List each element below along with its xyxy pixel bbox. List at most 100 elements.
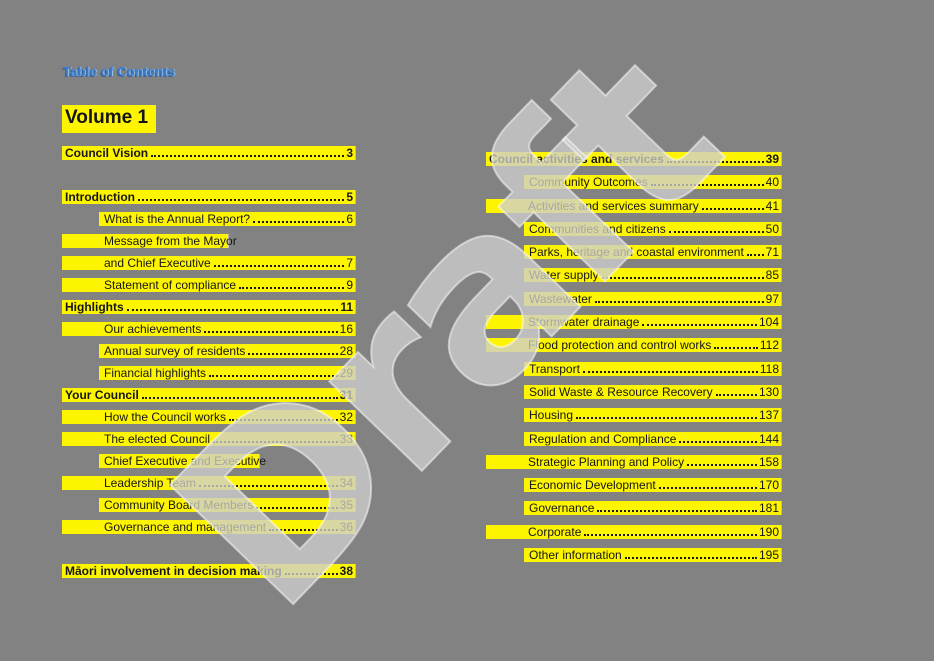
dotted-leader: [584, 533, 757, 536]
toc-entry-label: Water supply: [529, 268, 599, 283]
page-number: 41: [765, 198, 779, 213]
page-number: 144: [758, 431, 779, 446]
toc-entry-label: Wastewater: [529, 291, 592, 306]
dotted-leader: [209, 375, 338, 377]
page-number: 33: [339, 432, 353, 446]
toc-entry[interactable]: Wastewater 97: [524, 291, 781, 306]
page-number: 181: [758, 501, 779, 516]
page-number: 97: [765, 291, 779, 306]
toc-entry[interactable]: The elected Council 33: [62, 432, 355, 446]
toc-entry[interactable]: Our achievements 16: [62, 322, 355, 336]
dotted-leader: [576, 417, 757, 420]
page-number: 85: [765, 268, 779, 283]
page-number: 137: [758, 408, 779, 423]
toc-entry[interactable]: Chief Executive and Executive: [99, 454, 266, 468]
dotted-leader: [594, 300, 764, 303]
page-number: 40: [765, 175, 779, 190]
toc-entry-label: Communities and citizens: [529, 221, 666, 236]
dotted-leader: [253, 221, 345, 223]
dotted-leader: [715, 393, 757, 396]
dotted-leader: [204, 331, 338, 333]
toc-entry-label: Parks, heritage and coastal environment: [529, 245, 744, 260]
toc-entry-label: Your Council: [65, 388, 139, 402]
dotted-leader: [256, 507, 338, 509]
dotted-leader: [151, 155, 345, 157]
toc-entry-label: How the Council works: [104, 410, 227, 424]
toc-entry-label: Council Vision: [65, 146, 149, 160]
dotted-leader: [213, 441, 338, 443]
toc-entry[interactable]: Council activities and services 39: [486, 152, 781, 166]
page-number: 170: [758, 478, 779, 493]
page-number: 9: [346, 278, 353, 292]
toc-entry-label: Māori involvement in decision making: [65, 564, 282, 578]
toc-entry[interactable]: Water supply 85: [524, 268, 781, 283]
dotted-leader: [137, 199, 345, 201]
page-number: 39: [765, 152, 779, 166]
dotted-leader: [642, 324, 757, 327]
page-number: 29: [339, 366, 353, 380]
page-number: 16: [339, 322, 353, 336]
toc-entry-label: Leadership Team: [104, 476, 196, 490]
toc-entry[interactable]: What is the Annual Report? 6: [99, 212, 355, 226]
page-number: 104: [758, 315, 779, 330]
dotted-leader: [198, 485, 338, 487]
dotted-leader: [582, 370, 758, 373]
dotted-leader: [679, 440, 757, 443]
page-number: 5: [346, 190, 353, 204]
page-number: 158: [758, 454, 779, 469]
toc-entry-label: Our achievements: [104, 322, 202, 336]
page-title: Table of Contents: [63, 64, 176, 79]
toc-entry-label: Annual survey of residents: [104, 344, 246, 358]
dotted-leader: [269, 529, 338, 531]
page-number: 50: [765, 221, 779, 236]
volume-heading: Volume 1: [62, 105, 157, 133]
dotted-leader: [141, 397, 338, 399]
toc-entry-label: Council activities and services: [489, 152, 664, 166]
toc-entry[interactable]: How the Council works 32: [62, 410, 355, 424]
dotted-leader: [284, 573, 338, 575]
toc-entry-label: Transport: [529, 361, 580, 376]
toc-entry[interactable]: Communities and citizens 50: [524, 221, 781, 236]
page-number: 32: [339, 410, 353, 424]
toc-entry-label: Solid Waste & Resource Recovery: [529, 384, 713, 399]
toc-entry[interactable]: Message from the Mayor: [62, 234, 237, 248]
dotted-leader: [701, 207, 764, 210]
dotted-leader: [239, 287, 345, 289]
toc-entry-label: The elected Council: [104, 432, 211, 446]
toc-spacer: [62, 542, 355, 556]
toc-entry-label: Flood protection and control works: [528, 338, 712, 353]
toc-entry-label: What is the Annual Report?: [104, 212, 251, 226]
page-number: 11: [340, 300, 353, 314]
dotted-leader: [213, 265, 345, 267]
page-number: 6: [346, 212, 353, 226]
dotted-leader: [650, 184, 764, 187]
